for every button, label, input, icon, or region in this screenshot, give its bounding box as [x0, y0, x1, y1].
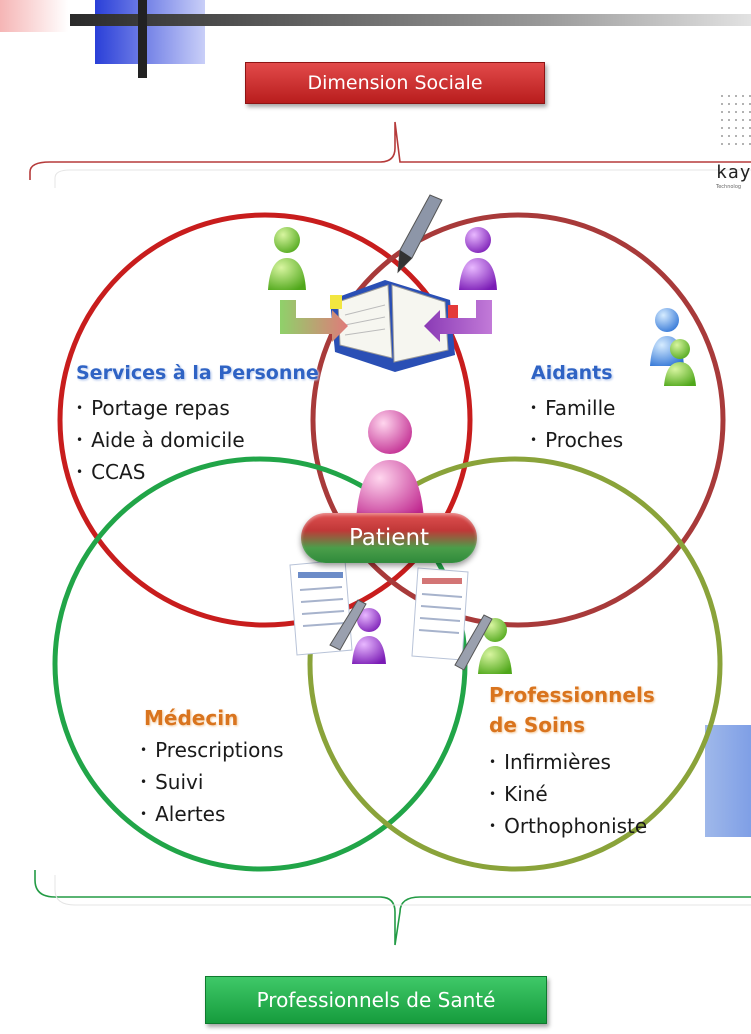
aidants-heading: Aidants: [531, 362, 613, 384]
professionnels-soins-heading: Professionnels de Soins: [489, 680, 655, 740]
list-item: Orthophoniste: [489, 810, 647, 842]
medecin-list: Prescriptions Suivi Alertes: [140, 734, 284, 830]
header-decoration: [0, 0, 751, 78]
top-brace: [29, 121, 751, 180]
document-icon: [289, 559, 367, 656]
dimension-sociale-label: Dimension Sociale: [245, 62, 545, 104]
list-item: Suivi: [140, 766, 284, 798]
circle-services: [57, 212, 473, 628]
logo-dots: [721, 95, 751, 145]
document-icon: [411, 567, 493, 671]
professionnels-soins-list: Infirmières Kiné Orthophoniste: [489, 746, 647, 842]
bottom-brace: [34, 870, 751, 946]
circle-aidants: [310, 212, 726, 628]
list-item: CCAS: [76, 456, 245, 488]
decor-square: [705, 725, 751, 837]
list-item: Proches: [530, 424, 623, 456]
heading-line: Professionnels: [489, 683, 655, 707]
person-icon: [268, 227, 306, 290]
services-heading: Services à la Personne: [76, 362, 319, 384]
circle-soins: [307, 456, 723, 872]
person-icon: [664, 339, 696, 386]
person-icon: [352, 608, 386, 664]
list-item: Famille: [530, 392, 623, 424]
patient-label: Patient: [301, 513, 477, 563]
list-item: Infirmières: [489, 746, 647, 778]
list-item: Alertes: [140, 798, 284, 830]
list-item: Kiné: [489, 778, 647, 810]
aidants-list: Famille Proches: [530, 392, 623, 456]
logo-subtext: Technolog: [716, 184, 742, 190]
list-item: Prescriptions: [140, 734, 283, 766]
arrow-icon: [280, 300, 348, 342]
medecin-heading: Médecin: [144, 706, 239, 730]
list-item: Aide à domicile: [76, 424, 245, 456]
list-item: Portage repas: [76, 392, 245, 424]
logo-text: kay: [716, 162, 751, 183]
notebook-pen-icon: [330, 194, 458, 372]
top-brace-shadow: [54, 169, 751, 188]
bottom-brace-shadow: [54, 875, 751, 906]
arrow-icon: [424, 300, 492, 342]
heading-line: de Soins: [489, 713, 585, 737]
person-icon: [459, 227, 497, 290]
services-list: Portage repas Aide à domicile CCAS: [76, 392, 245, 488]
professionnels-sante-label: Professionnels de Santé: [205, 976, 547, 1024]
person-icon: [356, 410, 424, 520]
